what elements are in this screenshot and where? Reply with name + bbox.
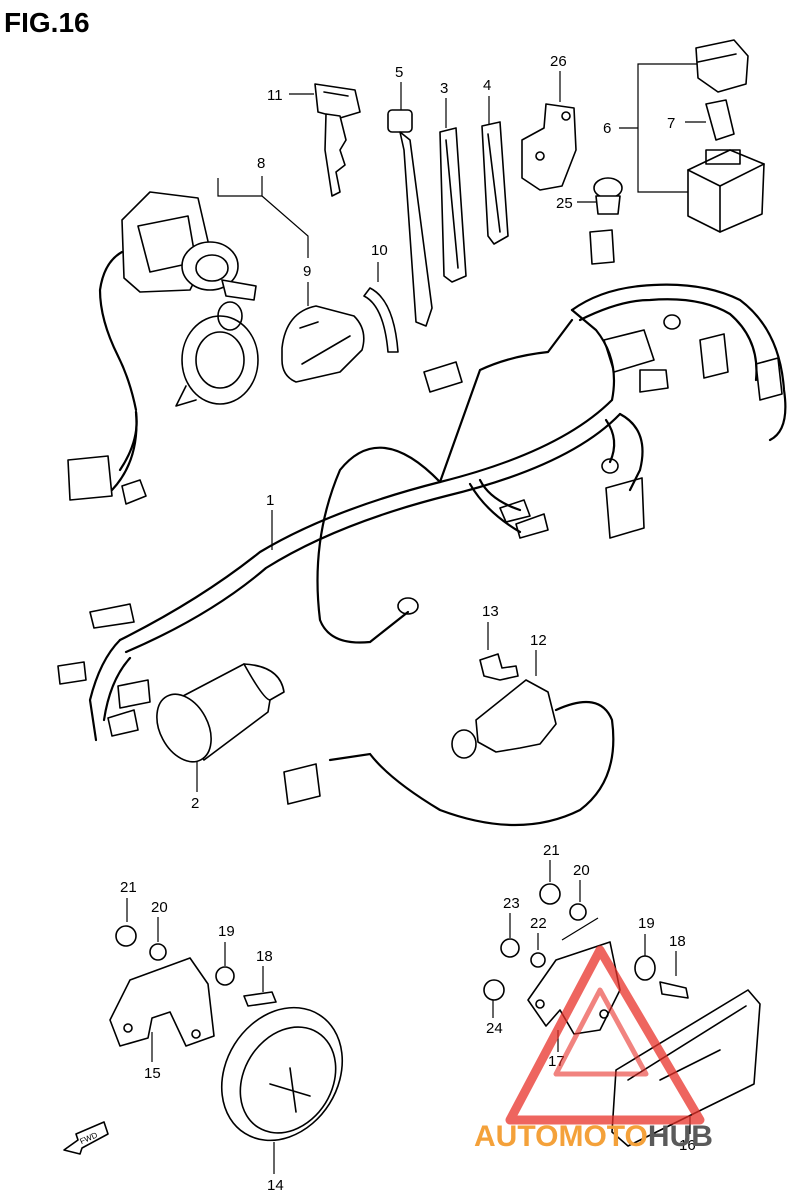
- callout-7: 7: [667, 115, 675, 132]
- callout-20-right: 20: [573, 862, 590, 879]
- callout-5: 5: [395, 64, 403, 81]
- neutral-switch: [283, 653, 615, 827]
- relay-cover: [695, 39, 749, 93]
- callout-26: 26: [550, 53, 567, 70]
- fuse: [705, 99, 735, 141]
- callout-8: 8: [257, 155, 265, 172]
- rubber-cover: [521, 103, 577, 191]
- logo-hub: HUB: [648, 1120, 713, 1153]
- ignition-switch: [121, 191, 259, 407]
- callout-11: 11: [267, 87, 283, 104]
- callout-19-right: 19: [638, 915, 655, 932]
- callout-14: 14: [267, 1177, 284, 1194]
- cable-band-4: [481, 121, 509, 245]
- callout-20-left: 20: [151, 899, 168, 916]
- callout-labels: 11 5 3 4 26 6 7 25 8 9 10 1 2 13 12 21 2…: [120, 53, 696, 1194]
- horn-can: [156, 663, 285, 763]
- logo-automoto: AUTOMOTO: [474, 1120, 648, 1153]
- callout-16: 16: [679, 1137, 696, 1154]
- left-bracket-group: [109, 925, 277, 1047]
- leader-lines: [126, 63, 706, 1174]
- round-lamp: [220, 1006, 344, 1142]
- fwd-arrow-badge: FWD: [63, 1121, 109, 1155]
- callout-21-left: 21: [120, 879, 137, 896]
- callout-25: 25: [556, 195, 573, 212]
- callout-22: 22: [530, 915, 547, 932]
- logo-text-automoto: AUTOMOTOHUB: [474, 1120, 713, 1153]
- callout-13: 13: [482, 603, 499, 620]
- ignition-key: [314, 83, 361, 197]
- callout-18-right: 18: [669, 933, 686, 950]
- callout-12: 12: [530, 632, 547, 649]
- cable-tie-clamp: [387, 109, 433, 327]
- on-off-decal: [363, 287, 399, 353]
- callout-1: 1: [266, 492, 274, 509]
- connector-25: [593, 177, 623, 215]
- cable-band-3: [439, 127, 467, 283]
- callout-19-left: 19: [218, 923, 235, 940]
- switch-cover: [281, 305, 365, 383]
- automotohub-logo: AUTOMOTOHUB: [474, 945, 713, 1153]
- callout-23: 23: [503, 895, 520, 912]
- callout-2: 2: [191, 795, 199, 812]
- callout-3: 3: [440, 80, 448, 97]
- callout-4: 4: [483, 77, 491, 94]
- relay: [687, 149, 765, 233]
- callout-10: 10: [371, 242, 388, 259]
- callout-9: 9: [303, 263, 311, 280]
- callout-6: 6: [603, 120, 611, 137]
- callout-18-left: 18: [256, 948, 273, 965]
- callout-15: 15: [144, 1065, 161, 1082]
- figure-title: FIG.16: [4, 7, 90, 38]
- callout-21-right: 21: [543, 842, 560, 859]
- callout-24: 24: [486, 1020, 503, 1037]
- wiring-harness: [57, 229, 787, 742]
